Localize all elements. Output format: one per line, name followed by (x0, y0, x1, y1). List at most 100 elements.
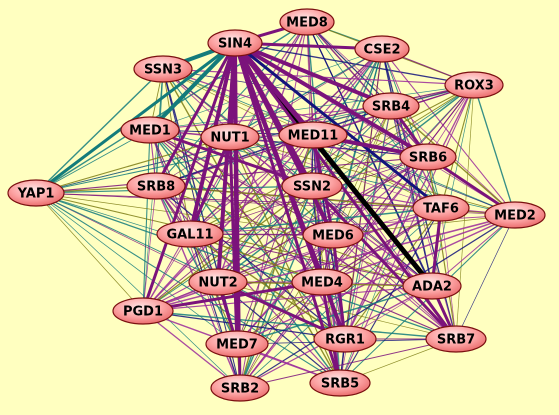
edge-nut1-med2 (229, 136, 516, 216)
node-nut1[interactable]: NUT1 (200, 123, 260, 151)
edge-sin4-rox3 (234, 42, 475, 86)
node-srb8[interactable]: SRB8 (126, 172, 186, 200)
node-label: MED4 (301, 276, 343, 291)
node-label: MED11 (288, 129, 339, 144)
node-label: SRB6 (409, 151, 447, 166)
node-ellipse[interactable] (313, 325, 377, 353)
node-ssn3[interactable]: SSN3 (133, 55, 193, 83)
node-label: RGR1 (325, 333, 365, 348)
edge-yap1-srb2 (35, 192, 241, 389)
node-srb2[interactable]: SRB2 (210, 374, 270, 402)
node-ellipse[interactable] (120, 116, 180, 144)
edge-med11-taf6 (312, 134, 442, 209)
node-ellipse[interactable] (126, 172, 186, 200)
heavy-edge-sin4-srb6 (233, 41, 430, 159)
heavy-edge-sin4-pgd1 (141, 41, 237, 313)
heavy-edge-pgd1-med4 (141, 280, 324, 313)
node-ellipse[interactable] (412, 194, 470, 222)
edge-srb6-med6 (332, 156, 429, 236)
node-ellipse[interactable] (278, 121, 348, 149)
node-med11[interactable]: MED11 (278, 121, 348, 149)
node-label: PGD1 (123, 305, 163, 320)
node-med7[interactable]: MED7 (205, 330, 269, 358)
edge-med2-srb7 (455, 214, 516, 340)
edge-srb6-srb7 (427, 156, 457, 340)
edge-med2-med7 (236, 214, 516, 345)
edge-rox3-med7 (236, 84, 475, 345)
node-srb4[interactable]: SRB4 (362, 92, 420, 120)
node-ellipse[interactable] (279, 8, 335, 36)
node-med6[interactable]: MED6 (302, 221, 364, 249)
edge-cse2-pgd1 (142, 48, 383, 312)
node-ellipse[interactable] (302, 221, 364, 249)
node-srb6[interactable]: SRB6 (399, 143, 457, 171)
node-rgr1[interactable]: RGR1 (313, 325, 377, 353)
node-label: ROX3 (454, 79, 494, 94)
node-ellipse[interactable] (7, 179, 65, 207)
node-ellipse[interactable] (281, 172, 343, 200)
node-med8[interactable]: MED8 (279, 8, 335, 36)
node-ellipse[interactable] (291, 268, 353, 296)
edge-med8-srb6 (306, 21, 429, 158)
node-ellipse[interactable] (402, 272, 462, 300)
node-ellipse[interactable] (484, 201, 546, 229)
node-ellipse[interactable] (133, 55, 193, 83)
edge-yap1-srb7 (35, 192, 457, 340)
node-ellipse[interactable] (210, 374, 270, 402)
edge-cse2-med1 (149, 48, 383, 131)
node-label: YAP1 (17, 187, 55, 202)
node-gal11[interactable]: GAL11 (156, 220, 224, 248)
node-ellipse[interactable] (112, 297, 174, 325)
node-med2[interactable]: MED2 (484, 201, 546, 229)
node-pgd1[interactable]: PGD1 (112, 297, 174, 325)
node-label: SRB2 (221, 382, 259, 397)
edge-med1-yap1 (35, 129, 151, 194)
edge-nut1-taf6 (229, 136, 442, 209)
node-ellipse[interactable] (207, 29, 263, 57)
edge-pgd1-srb2 (142, 310, 241, 389)
node-med1[interactable]: MED1 (120, 116, 180, 144)
node-ssn2[interactable]: SSN2 (281, 172, 343, 200)
heavy-edge-sin4-srb8 (154, 41, 237, 188)
node-label: TAF6 (423, 202, 459, 217)
node-ellipse[interactable] (200, 123, 260, 151)
edge-gal11-rgr1 (189, 233, 346, 340)
edge-cse2-med11 (312, 48, 383, 136)
node-label: SRB7 (437, 333, 475, 348)
node-yap1[interactable]: YAP1 (7, 179, 65, 207)
node-srb5[interactable]: SRB5 (309, 369, 371, 397)
edge-med6-srb7 (332, 234, 457, 340)
edge-ada2-pgd1 (142, 285, 433, 312)
node-rox3[interactable]: ROX3 (444, 71, 504, 99)
node-ellipse[interactable] (425, 325, 487, 353)
node-nut2[interactable]: NUT2 (188, 268, 248, 296)
node-label: MED8 (286, 16, 328, 31)
edge-med1-srb5 (149, 129, 341, 384)
node-ellipse[interactable] (354, 35, 410, 63)
node-label: GAL11 (166, 228, 213, 243)
node-ellipse[interactable] (399, 143, 457, 171)
node-ada2[interactable]: ADA2 (402, 272, 462, 300)
node-label: NUT2 (198, 276, 237, 291)
edge-srb8-rgr1 (155, 185, 346, 340)
node-ellipse[interactable] (205, 330, 269, 358)
node-taf6[interactable]: TAF6 (412, 194, 470, 222)
edge-med1-nut2 (149, 129, 219, 283)
node-ellipse[interactable] (188, 268, 248, 296)
node-ellipse[interactable] (309, 369, 371, 397)
node-ellipse[interactable] (444, 71, 504, 99)
edge-med1-med6 (149, 129, 334, 236)
edge-yap1-pgd1 (35, 192, 144, 312)
node-sin4[interactable]: SIN4 (207, 29, 263, 57)
edge-pgd1-srb7 (142, 310, 457, 340)
edge-med4-srb2 (239, 281, 323, 389)
node-srb7[interactable]: SRB7 (425, 325, 487, 353)
node-med4[interactable]: MED4 (291, 268, 353, 296)
edge-med4-srb7 (321, 281, 457, 340)
node-ellipse[interactable] (156, 220, 224, 248)
node-cse2[interactable]: CSE2 (354, 35, 410, 63)
edge-ssn2-pgd1 (142, 185, 313, 312)
node-label: SRB8 (137, 180, 175, 195)
node-ellipse[interactable] (362, 92, 420, 120)
